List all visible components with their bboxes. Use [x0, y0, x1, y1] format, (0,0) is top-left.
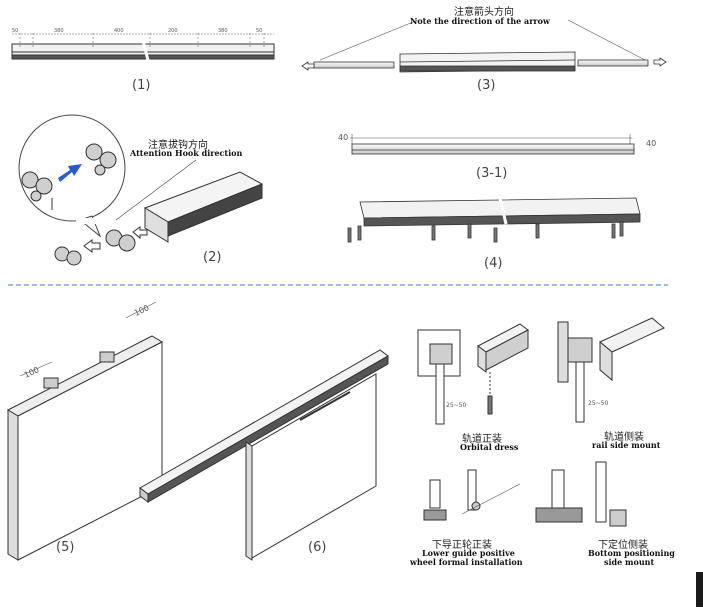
step-4-label: (4) [484, 256, 503, 271]
direction-arrow-icon [58, 164, 82, 182]
step-3-1-label: (3-1) [476, 166, 508, 181]
step-2-label: (2) [203, 250, 222, 265]
guide-cn: 下导正轮正装 [432, 540, 492, 551]
guide-en-2: wheel formal installation [410, 557, 523, 567]
arrow-note-cn: 注意箭头方向 [454, 7, 514, 18]
side-en: rail side mount [592, 440, 661, 450]
rail-dim-1: 50 [12, 28, 19, 34]
guide-en-1: Lower guide positive [422, 548, 515, 558]
step-6-label: (6) [308, 540, 327, 555]
rail-end-dim-right: 40 [646, 139, 657, 148]
hook-note-en: Attention Hook direction [130, 148, 243, 158]
corner-mark [696, 572, 703, 607]
rail-step-4 [347, 197, 641, 243]
screw-icons [347, 221, 624, 243]
left-arrow-icon [301, 61, 315, 71]
door-rail-step-6 [139, 349, 389, 561]
door-panel-step-5 [6, 301, 164, 561]
hook-note-cn: 注意拔钩方向 [148, 140, 208, 151]
rail-dim-3: 400 [114, 28, 124, 34]
detail-bottom-positioning [535, 461, 627, 527]
bottom-cn: 下定位侧装 [598, 540, 648, 551]
step-3-label: (3) [477, 78, 496, 93]
hook-detail-circle [18, 114, 126, 238]
rail-dim-6: 50 [256, 28, 263, 34]
gap-dim-side: 25~50 [588, 400, 609, 407]
detail-lower-guide [423, 469, 521, 521]
step-5-label: (5) [56, 540, 75, 555]
arrow-note-en: Note the direction of the arrow [410, 16, 550, 26]
rail-dim-5: 380 [218, 28, 228, 34]
bottom-en-1: Bottom positioning [588, 548, 675, 558]
orbital-cn: 轨道正装 [462, 434, 502, 445]
detail-orbital [417, 323, 529, 425]
rail-dim-4: 200 [168, 28, 178, 34]
step-1-label: (1) [132, 78, 151, 93]
carrier-assembly [54, 159, 264, 266]
side-cn: 轨道侧装 [604, 432, 644, 443]
rail-step-3-1 [350, 134, 635, 155]
gap-dim-orbital: 25~50 [446, 402, 467, 409]
rail-step-1 [11, 33, 275, 61]
rail-step-3 [301, 19, 667, 73]
right-arrow-icon [653, 57, 667, 67]
detail-side-mount [557, 317, 665, 423]
bottom-en-2: side mount [604, 557, 655, 567]
orbital-en: Orbital dress [460, 442, 519, 452]
rail-dim-2: 380 [54, 28, 64, 34]
rail-end-dim-left: 40 [338, 133, 349, 142]
